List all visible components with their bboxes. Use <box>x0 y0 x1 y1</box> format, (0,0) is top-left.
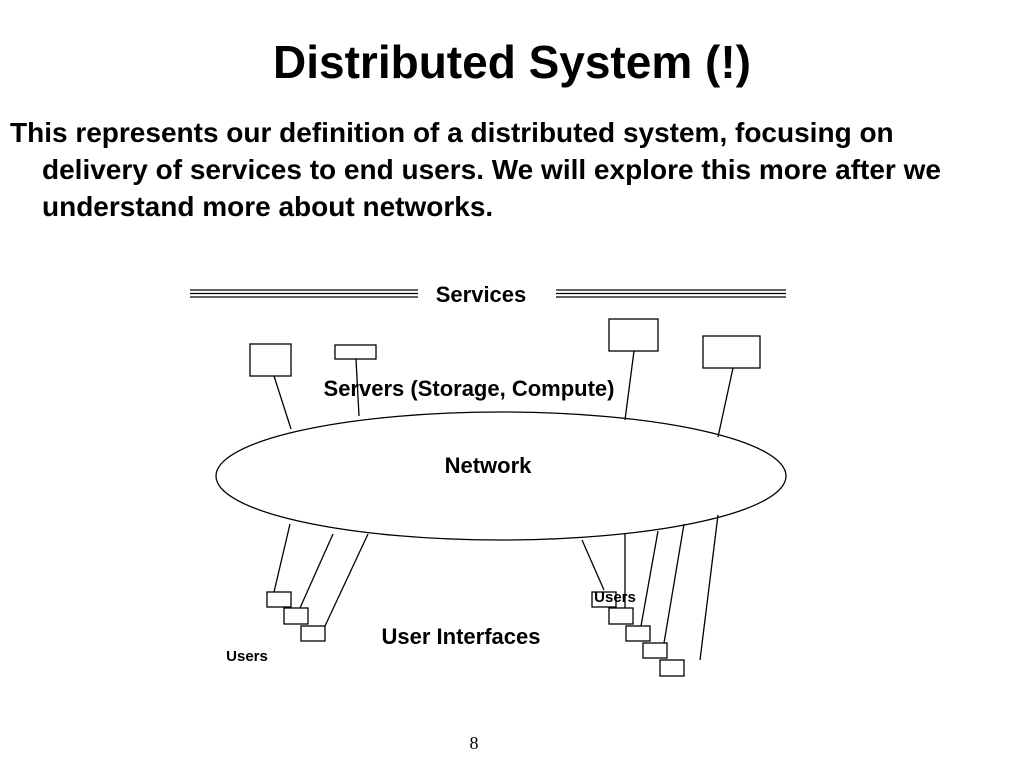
user-link <box>699 514 719 661</box>
server-link <box>624 350 635 421</box>
user-terminal-box <box>266 591 292 608</box>
server-link <box>355 358 360 417</box>
server-box <box>334 344 377 360</box>
services-label: Services <box>436 282 527 307</box>
server-box <box>702 335 761 369</box>
user-link <box>273 523 291 593</box>
user-terminal-box <box>300 625 326 642</box>
server-link <box>717 367 734 438</box>
server-box <box>608 318 659 352</box>
user-terminal-box <box>608 607 634 625</box>
page-number: 8 <box>469 733 479 753</box>
user-link <box>663 523 685 644</box>
slide-body-text: This represents our definition of a dist… <box>10 117 941 222</box>
user-interfaces-label: User Interfaces <box>382 624 541 649</box>
user-terminal-box <box>642 642 668 659</box>
users-left-label: Users <box>226 648 268 665</box>
slide-title: Distributed System (!) <box>273 36 751 88</box>
user-terminal-box <box>591 591 617 608</box>
network-ellipse <box>215 411 787 541</box>
user-link <box>581 539 605 591</box>
user-link <box>640 530 659 627</box>
server-link <box>273 375 292 430</box>
user-terminal-box <box>283 607 309 625</box>
user-link <box>299 533 334 609</box>
servers-label: Servers (Storage, Compute) <box>324 376 615 401</box>
user-link <box>324 533 369 627</box>
user-terminal-box <box>625 625 651 642</box>
users-right-label: Users <box>594 589 636 606</box>
user-terminal-box <box>659 659 685 677</box>
server-box <box>249 343 292 377</box>
network-label: Network <box>445 453 533 478</box>
